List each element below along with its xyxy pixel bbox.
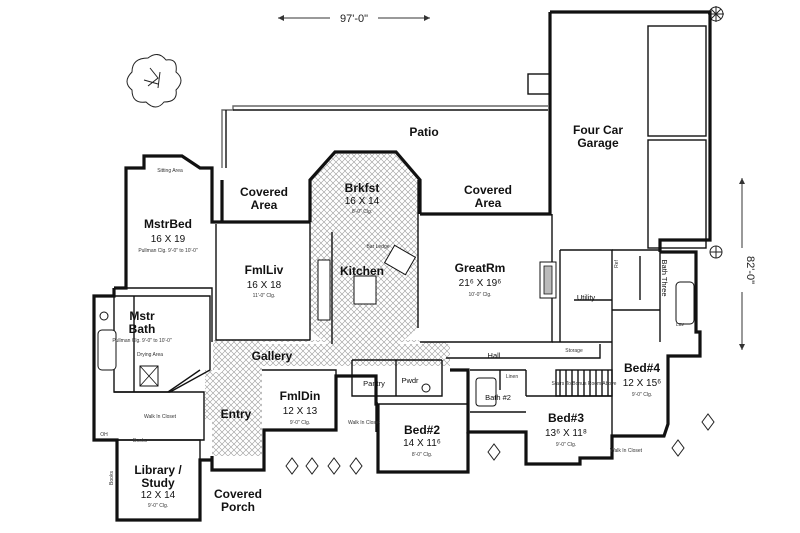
sitting-area-label: Sitting Area [157,168,183,174]
ref-label: Ref [614,259,620,267]
mstr-bed-ceiling: Pullman Clg. 9'-0" to 10'-0" [138,248,198,254]
bed4-ceiling: 9'-0" Clg. [632,392,652,398]
gallery-label: Gallery [252,349,293,363]
lav-label: Lav [676,322,685,328]
walk-in-closet-bed2-label: Walk In Closet [348,420,381,426]
tree-icon [126,54,182,108]
kitchen-label: Kitchen [340,264,384,278]
books-label-1: Books [133,438,147,444]
fml-din-label: FmlDin [280,389,321,403]
fml-liv-ceiling: 11'-0" Clg. [253,293,276,299]
entry-label: Entry [221,407,252,421]
mstr-bath-ceiling: Pullman Clg. 9'-0" to 10'-0" [112,338,172,344]
shrub-icon [709,245,723,259]
covered-area-right-line1: Covered [464,183,512,197]
bath2-label: Bath #2 [485,393,511,402]
books-label-2: Books [109,471,115,485]
garage-details [527,25,707,249]
library-line1: Library / [134,463,182,477]
patio-label: Patio [409,125,438,139]
room-labels: Patio Four Car Garage Brkfst 16 X 14 8'-… [100,123,684,514]
stairs-label: Stairs To Bonus Room Above [552,381,617,387]
covered-porch-line2: Porch [221,500,255,514]
bathtub-icon [675,281,695,325]
mstr-bath-line2: Bath [129,322,156,336]
fixtures [97,244,695,407]
linen-label: Linen [506,374,518,380]
toilet-icon [421,383,431,393]
bed3-ceiling: 9'-0" Clg. [556,442,576,448]
depth-dimension-label: 82'-0" [744,256,756,284]
pwdr-label: Pwdr [401,376,419,385]
bed2-ceiling: 8'-0" Clg. [412,452,432,458]
bed3-size: 13⁶ X 11⁸ [545,428,587,439]
depth-dimension: 82'-0" [734,178,756,350]
exterior-walls [92,10,712,522]
bar-ledge-label: Bar Ledge [366,244,389,250]
master-tub-icon [97,329,117,371]
fml-liv-label: FmlLiv [245,263,284,277]
bed2-label: Bed#2 [404,423,440,437]
storage-label: Storage [565,348,583,354]
bath-three-label: Bath Three [660,260,669,297]
hall-label: Hall [488,351,501,360]
fml-din-ceiling: 9'-0" Clg. [290,420,310,426]
width-dimension-label: 97'-0" [340,13,368,25]
bed4-label: Bed#4 [624,361,660,375]
brkfst-ceiling: 8'-0" Clg. [352,209,372,215]
cooktop-icon [383,244,417,276]
great-rm-label: GreatRm [455,261,506,275]
brkfst-label: Brkfst [345,181,380,195]
covered-area-right-line2: Area [475,196,502,210]
utility-label: Utility [577,293,596,302]
interior-walls [113,180,661,460]
bed2-size: 14 X 11⁶ [403,438,441,449]
great-rm-size: 21⁶ X 19⁶ [459,278,502,289]
mstr-bath-line1: Mstr [129,309,155,323]
drying-area-label: Drying Area [137,352,163,358]
width-dimension: 97'-0" [278,10,430,26]
mstr-bed-label: MstrBed [144,217,192,231]
shrubs [285,413,715,475]
garage-label-line2: Garage [577,136,619,150]
fml-liv-size: 16 X 18 [247,280,282,291]
pantry-label: Pantry [363,379,385,388]
walk-in-closet-master-label: Walk In Closet [144,414,177,420]
kitchen-island-icon [353,275,377,305]
walk-in-closet-bed3-label: Walk In Closet [610,448,643,454]
brkfst-size: 16 X 14 [345,196,380,207]
fml-din-size: 12 X 13 [283,406,318,417]
library-ceiling: 9'-0" Clg. [148,503,168,509]
library-size: 12 X 14 [141,490,176,501]
mstr-bed-size: 16 X 19 [151,234,186,245]
bath2-tub-icon [475,377,497,407]
tile-floor [205,154,450,456]
oh-label: OH [100,432,108,438]
covered-area-left-line2: Area [251,198,278,212]
bed3-label: Bed#3 [548,411,584,425]
covered-area-left-line1: Covered [240,185,288,199]
kitchen-counter-icon [317,259,331,321]
great-rm-ceiling: 10'-0" Clg. [468,292,491,298]
library-line2: Study [141,476,175,490]
bed4-size: 12 X 15⁶ [623,378,662,389]
covered-porch-line1: Covered [214,487,262,501]
garage-label-line1: Four Car [573,123,623,137]
